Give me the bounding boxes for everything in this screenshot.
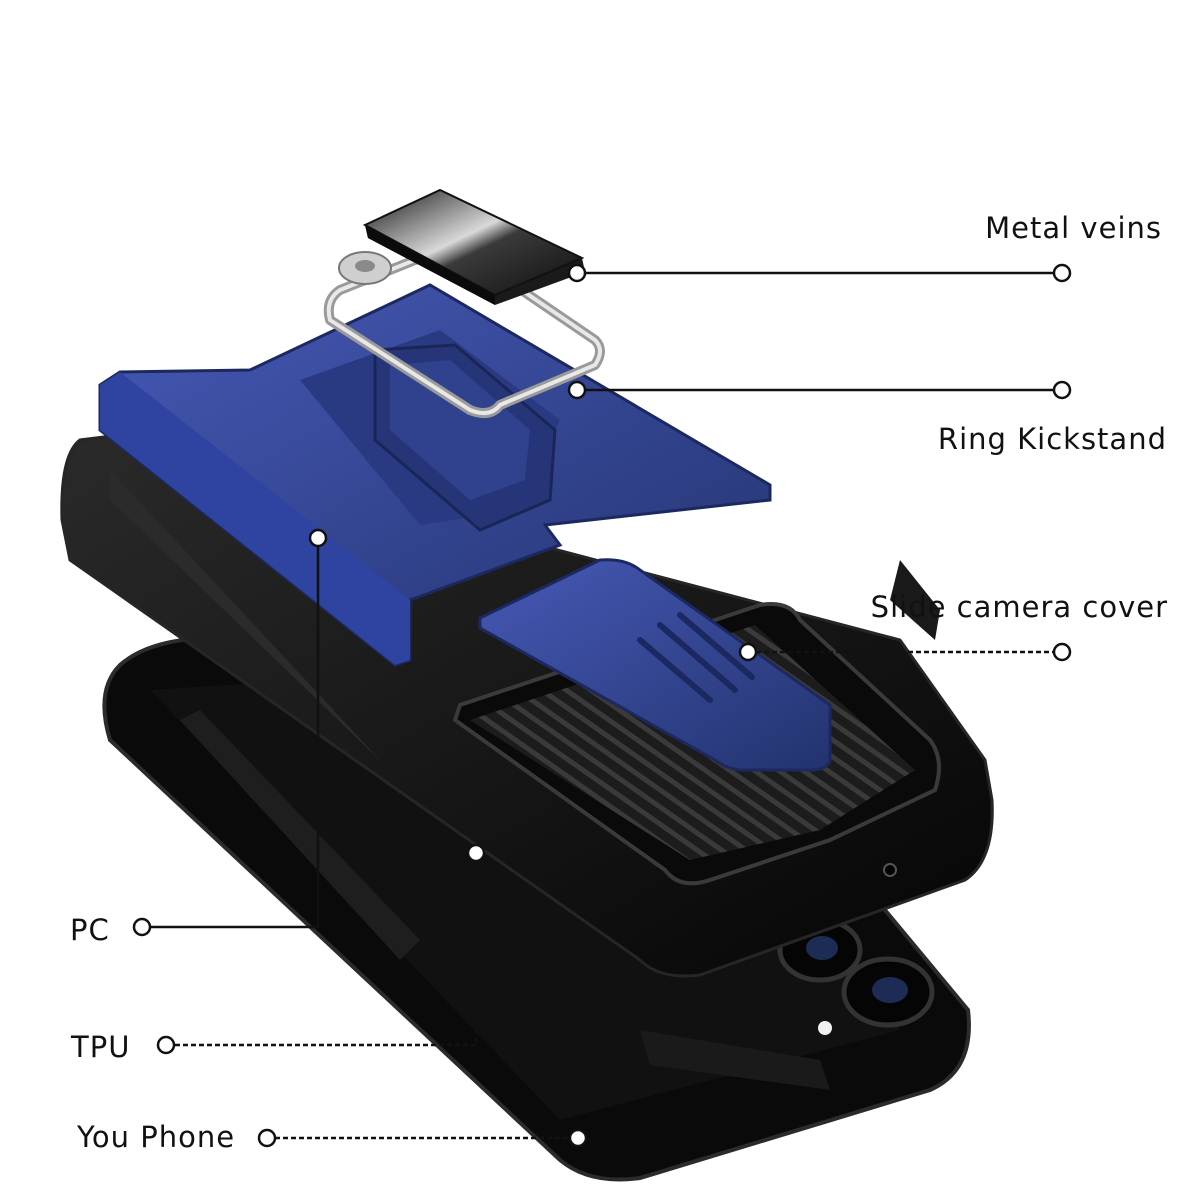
marker-slide-camera-cover-part bbox=[738, 642, 758, 662]
label-you-phone: You Phone bbox=[77, 1120, 236, 1154]
marker-pc-end bbox=[132, 917, 152, 937]
callout-markers bbox=[132, 263, 1072, 1148]
marker-you-phone-end bbox=[257, 1128, 277, 1148]
phone-body bbox=[102, 635, 971, 1182]
marker-metal-veins-end bbox=[1052, 263, 1072, 283]
label-ring-kickstand: Ring Kickstand bbox=[937, 422, 1167, 456]
label-pc: PC bbox=[70, 913, 110, 947]
label-metal-veins: Metal veins bbox=[985, 211, 1162, 245]
marker-you-phone-part bbox=[568, 1128, 588, 1148]
marker-metal-veins-part bbox=[567, 263, 587, 283]
marker-tpu-part bbox=[466, 843, 486, 863]
leader-pc bbox=[142, 538, 320, 929]
ring-mount-base bbox=[373, 343, 557, 532]
marker-ring-kickstand-part bbox=[567, 380, 587, 400]
metal-veins-plate bbox=[362, 188, 585, 305]
slide-camera-cover bbox=[478, 558, 832, 772]
label-tpu: TPU bbox=[71, 1030, 131, 1064]
marker-tpu-end bbox=[156, 1035, 176, 1055]
leader-tpu bbox=[166, 853, 478, 1047]
label-slide-camera-cover: Slide camera cover bbox=[870, 590, 1168, 624]
marker-ring-kickstand-end bbox=[1052, 380, 1072, 400]
marker-slide-camera-cover-end bbox=[1052, 642, 1072, 662]
marker-pc-part bbox=[308, 528, 328, 548]
leader-lines bbox=[142, 271, 1062, 1140]
